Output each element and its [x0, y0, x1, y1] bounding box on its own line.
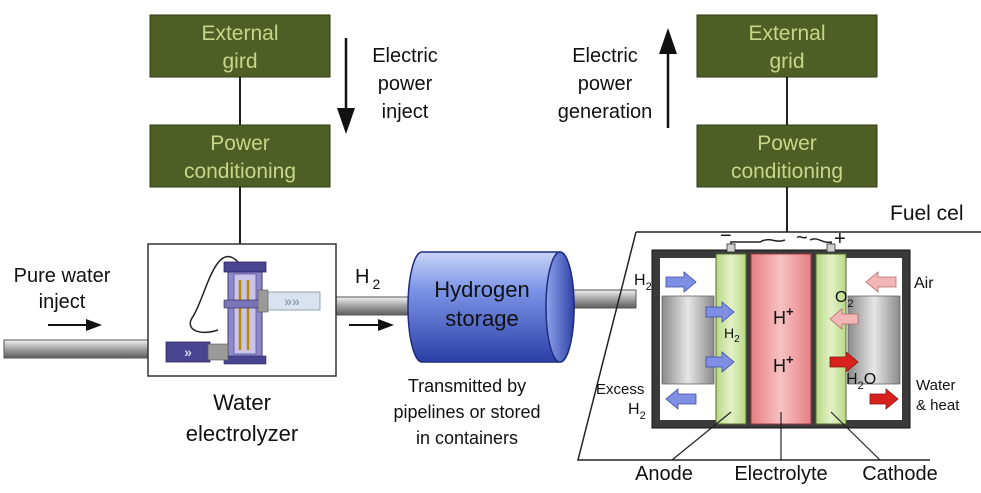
- electrolyzer-label-2: electrolyzer: [186, 421, 298, 446]
- water-heat-label-2: & heat: [916, 397, 960, 414]
- storage-caption-2: pipelines or stored: [393, 402, 540, 422]
- anode-h2-top-symbol: H: [634, 272, 646, 289]
- terminal-plus-sign: +: [834, 228, 846, 250]
- electrolyzer-device-icon: »» »: [165, 255, 321, 365]
- power-inject-label-2: power: [378, 73, 433, 95]
- water-inlet-pipe: [3, 339, 155, 359]
- external-circuit-wire: [726, 238, 836, 253]
- excess-h2-symbol: H: [628, 401, 640, 418]
- proton-bottom-label: H+: [773, 352, 794, 376]
- anode-h2-top-sub: 2: [646, 281, 652, 293]
- anode-pointer: [671, 411, 732, 461]
- component-pointer-lines: [671, 411, 881, 461]
- right-power-label-2: conditioning: [731, 160, 843, 183]
- right-grid-label-2: grid: [769, 50, 804, 73]
- proton-bottom-symbol: H: [773, 356, 786, 376]
- anode-electrode: [715, 253, 747, 425]
- left-power-conditioning-box: Power conditioning: [149, 124, 331, 188]
- h2-outlet-pipe: [333, 296, 417, 316]
- water-sub: 2: [858, 380, 864, 392]
- right-external-grid-box: External grid: [696, 14, 878, 78]
- cathode-label: Cathode: [862, 463, 938, 485]
- right-power-label-1: Power: [757, 132, 817, 155]
- right-grid-label-1: External: [748, 22, 825, 45]
- excess-label: Excess: [596, 381, 644, 398]
- storage-caption-3: in containers: [416, 428, 518, 448]
- electrolyte-label: Electrolyte: [734, 463, 827, 485]
- air-flow-arrows: [829, 271, 897, 330]
- water-product-label: H2O: [846, 371, 876, 392]
- anode-label: Anode: [635, 463, 693, 485]
- h2-excess-arrow-icon: [665, 388, 697, 410]
- storage-label-2: storage: [445, 306, 518, 331]
- electrolyte-membrane: [750, 253, 812, 425]
- left-power-label-2: conditioning: [184, 160, 296, 183]
- electrolyzer-label-1: Water: [213, 390, 271, 415]
- excess-h2-label: H2: [628, 401, 646, 422]
- h2-flow-symbol: H: [355, 266, 369, 288]
- left-external-grid-box: External gird: [149, 14, 331, 78]
- water-h-symbol: H: [846, 371, 858, 388]
- anode-h2-top-label: H2: [634, 272, 652, 293]
- h2-flow-subscript: 2: [372, 276, 380, 292]
- proton-top-label: H+: [773, 304, 794, 328]
- svg-text:»»: »»: [284, 293, 300, 309]
- water-from-cathode-arrow-icon: [829, 351, 859, 373]
- left-grid-label-2: gird: [222, 50, 257, 73]
- air-label: Air: [914, 275, 934, 292]
- anode-flow-plate: [661, 295, 715, 385]
- power-generation-label-3: generation: [558, 101, 653, 123]
- water-heat-label-1: Water: [916, 377, 955, 394]
- proton-top-sup: +: [786, 304, 794, 319]
- h2-to-anode-arrow-bottom-icon: [705, 351, 735, 373]
- pure-water-label-1: Pure water: [14, 265, 111, 287]
- water-inject-arrow-icon: [48, 319, 102, 331]
- oxygen-label: O2: [835, 289, 854, 310]
- fuel-cell-title: Fuel cel: [890, 202, 964, 225]
- proton-bottom-sup: +: [786, 352, 794, 367]
- water-heat-outlet-arrow-icon: [869, 388, 899, 410]
- hydrogen-flow-arrows: [665, 271, 735, 410]
- oxygen-sub: 2: [847, 298, 853, 310]
- h2-inlet-arrow-icon: [665, 271, 697, 293]
- water-o-symbol: O: [864, 371, 876, 388]
- anode-h2-mid-sub: 2: [734, 334, 740, 345]
- cathode-flow-plate: [847, 295, 901, 385]
- power-inject-arrow-icon: [337, 38, 355, 134]
- fuel-cell-frame: [577, 231, 981, 461]
- power-generation-label-1: Electric: [572, 45, 638, 67]
- power-inject-label-3: inject: [382, 101, 429, 123]
- anode-h2-mid-symbol: H: [724, 325, 734, 341]
- power-inject-label-1: Electric: [372, 45, 438, 67]
- power-generation-arrow-icon: [659, 28, 677, 128]
- hydrogen-storage-tank: [407, 251, 575, 363]
- right-power-conditioning-box: Power conditioning: [696, 124, 878, 188]
- anode-h2-mid-label: H2: [724, 325, 740, 345]
- oxygen-symbol: O: [835, 289, 847, 306]
- pure-water-label-2: inject: [39, 291, 86, 313]
- excess-h2-sub: 2: [640, 410, 646, 422]
- storage-label-1: Hydrogen: [434, 277, 529, 302]
- h2-to-anode-arrow-top-icon: [705, 301, 735, 323]
- left-power-label-1: Power: [210, 132, 270, 155]
- cathode-electrode: [815, 253, 847, 425]
- terminal-minus-sign: −: [720, 225, 732, 247]
- storage-caption-1: Transmitted by: [408, 376, 526, 396]
- water-heat-arrows: [829, 351, 899, 410]
- air-inlet-arrow-icon: [865, 271, 897, 293]
- cathode-pointer: [830, 411, 881, 461]
- power-generation-label-2: power: [578, 73, 633, 95]
- storage-to-cell-pipe: [569, 289, 637, 309]
- terminal-tilde-sign: ~: [796, 227, 808, 249]
- o2-to-cathode-arrow-icon: [829, 308, 859, 330]
- proton-top-symbol: H: [773, 308, 786, 328]
- h2-flow-arrow-icon: [349, 319, 394, 331]
- svg-text:»: »: [184, 344, 192, 360]
- left-grid-label-1: External: [201, 22, 278, 45]
